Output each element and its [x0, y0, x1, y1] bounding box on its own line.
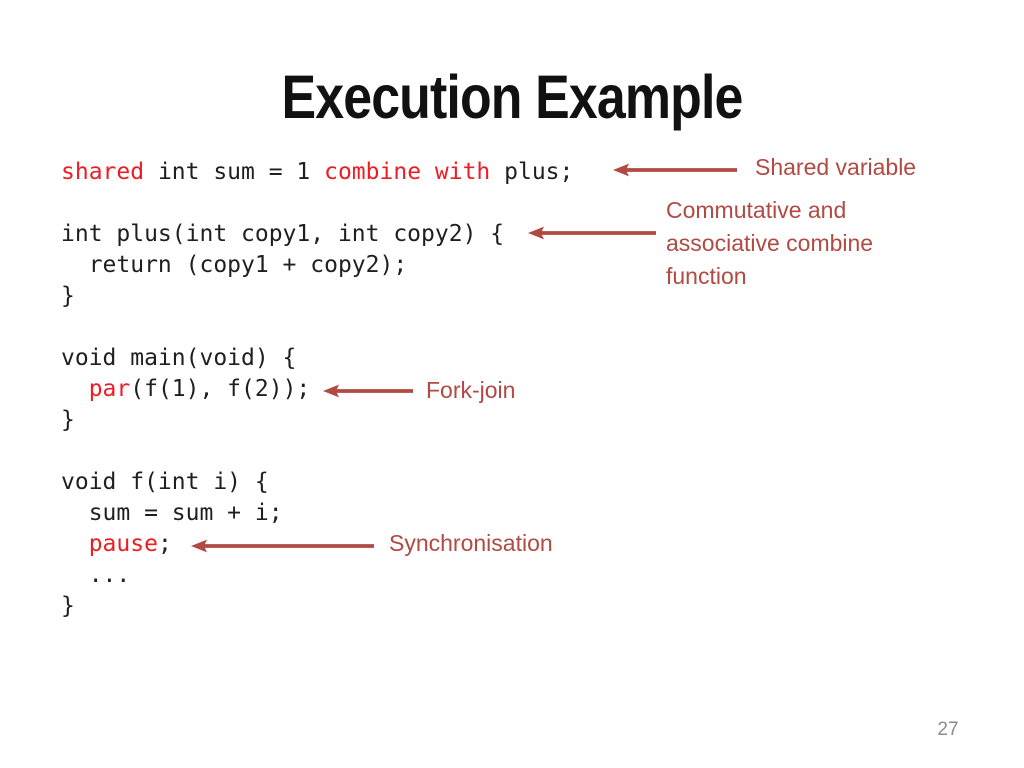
code-line: } [61, 591, 573, 622]
code-keyword: combine with [324, 159, 491, 185]
code-text [61, 376, 89, 402]
code-line [61, 312, 573, 343]
code-line: pause; [61, 529, 573, 560]
code-keyword: shared [61, 159, 145, 185]
annotation-fork-join: Fork-join [426, 377, 516, 403]
code-line: void main(void) { [61, 343, 573, 374]
code-block: shared int sum = 1 combine with plus;int… [61, 157, 573, 622]
annotation-synchronisation: Synchronisation [389, 530, 553, 556]
code-line: void f(int i) { [61, 467, 573, 498]
code-line: par(f(1), f(2)); [61, 374, 573, 405]
annotation-combine-function: Commutative and associative combine func… [666, 197, 874, 289]
code-line: sum = sum + i; [61, 498, 573, 529]
code-text: int plus(int copy1, int copy2) { [61, 221, 505, 247]
code-text: plus; [490, 159, 574, 185]
code-text: void main(void) { [61, 345, 297, 371]
code-text [61, 531, 89, 557]
code-line: shared int sum = 1 combine with plus; [61, 157, 573, 188]
code-line: return (copy1 + copy2); [61, 250, 573, 281]
code-line: ... [61, 560, 573, 591]
code-text: void f(int i) { [61, 469, 269, 495]
code-text: ... [61, 562, 131, 588]
code-text: (f(1), f(2)); [130, 376, 311, 402]
combine-function-left-arrow-icon [528, 225, 658, 241]
annotation-shared-variable: Shared variable [755, 154, 917, 180]
slide-title: Execution Example [281, 63, 743, 131]
code-text: sum = sum + i; [61, 500, 283, 526]
code-line [61, 436, 573, 467]
page-number: 27 [937, 719, 959, 740]
code-text: ; [157, 531, 172, 557]
code-line: } [61, 405, 573, 436]
code-line [61, 188, 573, 219]
code-text: int sum = 1 [144, 159, 325, 185]
fork-join-left-arrow-icon [323, 383, 415, 399]
synchronisation-left-arrow-icon [191, 538, 376, 554]
code-keyword: par [88, 376, 131, 402]
code-line: int plus(int copy1, int copy2) { [61, 219, 573, 250]
code-text: } [61, 593, 75, 619]
shared-variable-left-arrow-icon [613, 162, 739, 178]
code-text: return (copy1 + copy2); [61, 252, 408, 278]
code-text: } [61, 283, 75, 309]
code-line: } [61, 281, 573, 312]
code-text: } [61, 407, 75, 433]
code-keyword: pause [88, 531, 158, 557]
